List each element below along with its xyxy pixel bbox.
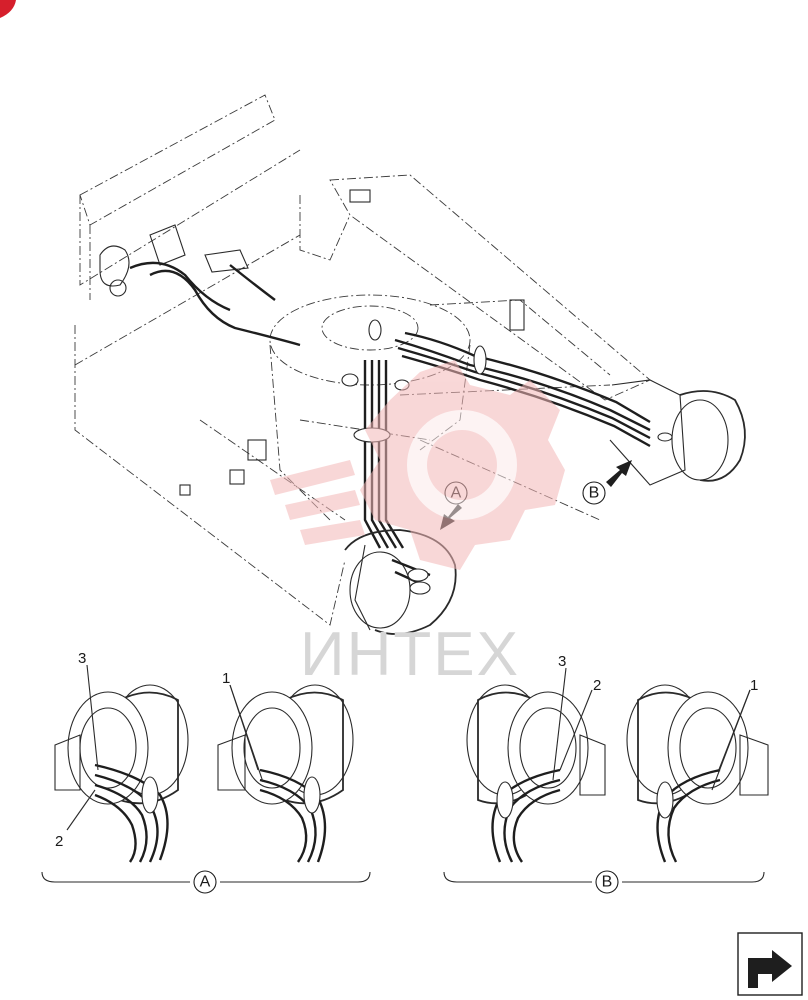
detail-b-motor-right	[626, 684, 769, 863]
watermark-text: ИНТЕХ	[300, 620, 520, 689]
next-page-arrow-icon[interactable]	[737, 932, 803, 996]
detail-a-motor-right	[217, 684, 354, 863]
callout-b-3: 3	[558, 653, 566, 670]
callout-b-1: 1	[750, 677, 758, 694]
detail-b-label: B	[602, 874, 613, 891]
detail-a-label: A	[200, 874, 211, 891]
frame-outline	[74, 94, 651, 626]
watermark-logo	[270, 360, 565, 570]
view-arrow-b: B	[582, 460, 632, 505]
callout-a-2: 2	[55, 833, 63, 850]
travel-motor-a-main	[344, 529, 457, 635]
callout-a-3: 3	[78, 650, 86, 667]
travel-motor-b-main	[609, 379, 746, 486]
detail-a-motor-left	[54, 684, 189, 863]
callout-b-2: 2	[593, 677, 601, 694]
callout-a-1: 1	[222, 670, 230, 687]
corner-mark	[0, 0, 16, 18]
detail-a: 3 2 1 A	[41, 650, 371, 894]
detail-b: 3 2 1 B	[443, 653, 769, 894]
detail-b-motor-left	[466, 684, 606, 863]
svg-text:B: B	[589, 485, 600, 502]
